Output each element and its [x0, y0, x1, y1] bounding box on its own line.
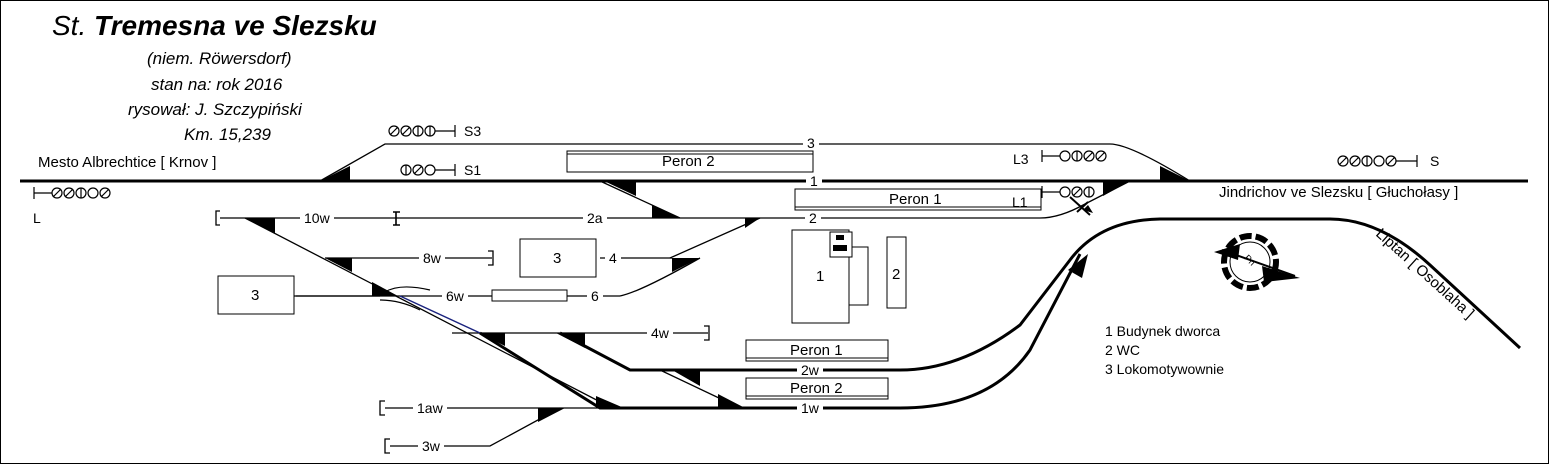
- building-3-center-label: 3: [553, 250, 562, 267]
- track-label-2w: 2w: [797, 363, 823, 377]
- signal-s-icon: [1337, 155, 1418, 167]
- switch-frog: [325, 258, 352, 272]
- switch-frog: [672, 258, 700, 272]
- derail-icon: [1069, 196, 1091, 216]
- track-label-8w: 8w: [419, 251, 445, 265]
- signal-l-icon: [33, 187, 111, 199]
- track-label-3w: 3w: [418, 439, 444, 453]
- building-3-center: [519, 238, 597, 278]
- switch-frog: [718, 394, 745, 408]
- switch-frog: [672, 370, 700, 386]
- legend-item-1: 1 Budynek dworca: [1105, 323, 1221, 339]
- building-2: [886, 236, 907, 309]
- signal-s1-label: S1: [464, 162, 482, 178]
- switch-frog: [538, 408, 565, 422]
- track-2w: [559, 217, 1522, 372]
- signal-s3-icon: [388, 125, 456, 137]
- track-2a-derail: [393, 211, 400, 226]
- signal-l1-icon: [1041, 186, 1095, 198]
- track-label-6: 6: [587, 289, 603, 303]
- subtitle-line-3: rysował: J. Szczypiński: [128, 100, 302, 119]
- switch-frog: [320, 166, 350, 181]
- subtitle-line-4: Km. 15,239: [184, 125, 271, 144]
- platform-1-top-label: Peron 1: [889, 191, 942, 208]
- signal-l1-label: L1: [1012, 194, 1028, 210]
- switch-frog: [1068, 254, 1088, 278]
- signal-s3-label: S3: [464, 123, 482, 139]
- buffer-3w: [384, 438, 390, 454]
- platform-1-bottom: [745, 339, 889, 362]
- switch-frog: [556, 333, 585, 348]
- track-3: [319, 143, 1191, 182]
- switch-frog: [1160, 166, 1190, 181]
- buffer-8w: [488, 250, 494, 266]
- platform-2-bottom: [745, 377, 889, 400]
- depot-curve: [384, 286, 431, 293]
- page-title: St. Tremesna ve Slezsku: [52, 12, 377, 40]
- platform-2-bottom-label: Peron 2: [790, 380, 843, 397]
- direction-west: Mesto Albrechtice [ Krnov ]: [38, 154, 217, 171]
- signal-s-label: S: [1430, 153, 1440, 169]
- depot-curve-2: [379, 299, 421, 311]
- buffer-4w: [704, 325, 710, 341]
- track-label-2a: 2a: [583, 211, 607, 225]
- signal-l3-icon: [1041, 150, 1107, 162]
- track-2: [599, 180, 1131, 219]
- track-label-2: 2: [805, 211, 821, 225]
- track-label-1w: 1w: [797, 401, 823, 415]
- turntable-icon: [1214, 233, 1300, 291]
- track-label-6w: 6w: [442, 289, 468, 303]
- signal-l3-label: L3: [1013, 151, 1029, 167]
- track-label-4w: 4w: [647, 326, 673, 340]
- building-3-left-label: 3: [251, 287, 260, 304]
- legend-item-2: 2 WC: [1105, 342, 1140, 358]
- switch-frog: [745, 218, 760, 228]
- legend-item-3: 3 Lokomotywownie: [1105, 361, 1225, 377]
- building-1-label: 1: [816, 268, 825, 285]
- switch-frog: [596, 396, 624, 408]
- switch-frog: [245, 218, 275, 233]
- ramp-6w: [491, 289, 568, 302]
- switch-frog: [652, 205, 680, 218]
- track-1w: [479, 253, 1082, 410]
- platform-1-top: [794, 188, 1042, 211]
- switch-frog: [372, 282, 398, 296]
- direction-east: Jindrichov ve Slezsku [ Głuchołasy ]: [1219, 184, 1459, 201]
- buffer-10w: [215, 210, 220, 226]
- title-name: Tremesna ve Slezsku: [94, 10, 377, 41]
- platform-1-bottom-label: Peron 1: [790, 342, 843, 359]
- building-1-annex: [848, 246, 869, 306]
- buffer-1aw: [379, 400, 385, 416]
- ladder-blue-segment: [399, 295, 481, 334]
- switch-frog: [604, 181, 636, 196]
- subtitle-line-2: stan na: rok 2016: [151, 75, 283, 94]
- platform-2-top: [566, 150, 814, 173]
- track-label-1aw: 1aw: [413, 401, 447, 415]
- switch-frog: [478, 333, 505, 346]
- platform-2-top-label: Peron 2: [662, 153, 715, 170]
- track-6-curve: [619, 257, 701, 297]
- building-2-label: 2: [892, 266, 901, 283]
- building-3-left: [217, 275, 295, 315]
- track-label-3: 3: [803, 136, 819, 150]
- signal-l-label: L: [33, 210, 41, 226]
- track-label-1: 1: [806, 174, 822, 188]
- title-prefix: St.: [52, 10, 87, 41]
- switch-frog: [1103, 181, 1130, 196]
- signal-s1-icon: [400, 164, 456, 176]
- track-label-4: 4: [605, 251, 621, 265]
- track-label-10w: 10w: [300, 211, 334, 225]
- subtitle-line-1: (niem. Röwersdorf): [147, 49, 292, 68]
